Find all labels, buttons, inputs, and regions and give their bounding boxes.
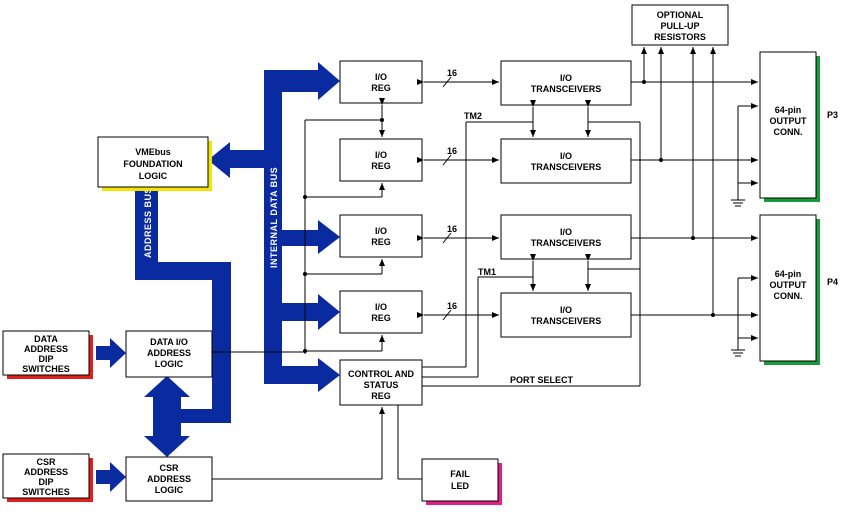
data-switch-line1: DATA xyxy=(34,334,58,344)
io-reg-4 xyxy=(339,290,423,334)
output-connector-p4 xyxy=(759,214,817,362)
io-reg-3-l2: REG xyxy=(371,237,391,247)
pullup-l3: RESISTORS xyxy=(654,32,706,42)
bus-arrow-reg1 xyxy=(264,62,340,100)
io-transceivers-2 xyxy=(500,138,632,184)
pullup-l1: OPTIONAL xyxy=(657,10,704,20)
address-bus xyxy=(135,187,231,423)
optional-pullup-resistors xyxy=(631,4,729,46)
io-reg-1 xyxy=(339,60,423,104)
dataio-line3: LOGIC xyxy=(155,359,184,369)
csr-switch-line4: SWITCHES xyxy=(22,487,70,497)
io-transceivers-4 xyxy=(500,292,632,338)
p4-l2: OUTPUT xyxy=(770,280,808,290)
iot-2-l2: TRANSCEIVERS xyxy=(531,162,602,172)
iot-2-l1: I/O xyxy=(560,151,572,161)
tm1-label: TM1 xyxy=(478,267,496,277)
pullup-l2: PULL-UP xyxy=(661,21,700,31)
p3-label: P3 xyxy=(827,110,838,120)
csrlogic-line2: ADDRESS xyxy=(147,474,191,484)
control-status-reg xyxy=(339,359,423,406)
csr-switch-arrow xyxy=(96,462,126,492)
address-bus-label: ADDRESS BUS xyxy=(143,187,153,258)
io-reg-2 xyxy=(339,138,423,182)
io-transceivers-1 xyxy=(500,60,632,106)
data-switch-line4: SWITCHES xyxy=(22,364,70,374)
csreg-l3: REG xyxy=(371,391,391,401)
p4-l1: 64-pin xyxy=(775,269,802,279)
iot-1-l2: TRANSCEIVERS xyxy=(531,84,602,94)
csr-switch-line2: ADDRESS xyxy=(24,467,68,477)
io-reg-2-l2: REG xyxy=(371,161,391,171)
data-address-dip-switches xyxy=(2,330,90,376)
iot-3-l1: I/O xyxy=(560,227,572,237)
output-connector-p3 xyxy=(759,51,817,199)
iot-1-l1: I/O xyxy=(560,73,572,83)
failled-l2: LED xyxy=(451,481,470,491)
bus-width-1: 16 xyxy=(447,68,457,78)
vmebus-foundation-logic xyxy=(97,136,209,188)
data-switch-arrow xyxy=(96,338,126,368)
vme-line1: VMEbus xyxy=(135,147,171,157)
csr-switch-line3: DIP xyxy=(38,477,53,487)
io-reg-4-l2: REG xyxy=(371,313,391,323)
io-reg-1-l1: I/O xyxy=(375,72,387,82)
io-reg-1-l2: REG xyxy=(371,83,391,93)
data-switch-line3: DIP xyxy=(38,354,53,364)
bus-arrow-vme xyxy=(208,142,264,178)
io-reg-4-l1: I/O xyxy=(375,302,387,312)
csrlogic-line3: LOGIC xyxy=(155,485,184,495)
bus-width-3: 16 xyxy=(447,224,457,234)
vme-line3: LOGIC xyxy=(139,171,168,181)
bus-width-2: 16 xyxy=(447,146,457,156)
bus-arrow-control xyxy=(264,358,340,392)
iot-3-l2: TRANSCEIVERS xyxy=(531,238,602,248)
fail-led xyxy=(421,458,499,502)
csrlogic-line1: CSR xyxy=(159,463,179,473)
io-reg-3 xyxy=(339,214,423,258)
internal-data-bus xyxy=(264,92,282,382)
csr-address-logic xyxy=(125,456,213,502)
p3-l3: CONN. xyxy=(774,127,803,137)
data-io-address-logic xyxy=(125,330,213,378)
iot-4-l1: I/O xyxy=(560,305,572,315)
iot-4-l2: TRANSCEIVERS xyxy=(531,316,602,326)
io-reg-2-l1: I/O xyxy=(375,150,387,160)
port-select-label: PORT SELECT xyxy=(510,375,574,385)
data-switch-line2: ADDRESS xyxy=(24,344,68,354)
bus-arrow-reg4 xyxy=(282,294,340,330)
io-reg-3-l1: I/O xyxy=(375,226,387,236)
csreg-l1: CONTROL AND xyxy=(348,369,414,379)
bus-width-4: 16 xyxy=(447,301,457,311)
csreg-l2: STATUS xyxy=(364,380,399,390)
csr-address-dip-switches xyxy=(2,453,90,499)
p4-l3: CONN. xyxy=(774,291,803,301)
p3-l2: OUTPUT xyxy=(770,116,808,126)
bus-arrow-reg3 xyxy=(282,220,340,254)
tm2-label: TM2 xyxy=(464,111,482,121)
vme-line2: FOUNDATION xyxy=(123,159,182,169)
address-bus-arrow xyxy=(144,376,190,457)
failled-l1: FAIL xyxy=(450,469,470,479)
io-transceivers-3 xyxy=(500,214,632,260)
p3-l1: 64-pin xyxy=(775,105,802,115)
internal-data-bus-label: INTERNAL DATA BUS xyxy=(269,167,279,268)
p4-label: P4 xyxy=(827,277,838,287)
wires xyxy=(212,47,758,480)
csr-switch-line1: CSR xyxy=(36,457,56,467)
dataio-line2: ADDRESS xyxy=(147,348,191,358)
dataio-line1: DATA I/O xyxy=(150,337,188,347)
